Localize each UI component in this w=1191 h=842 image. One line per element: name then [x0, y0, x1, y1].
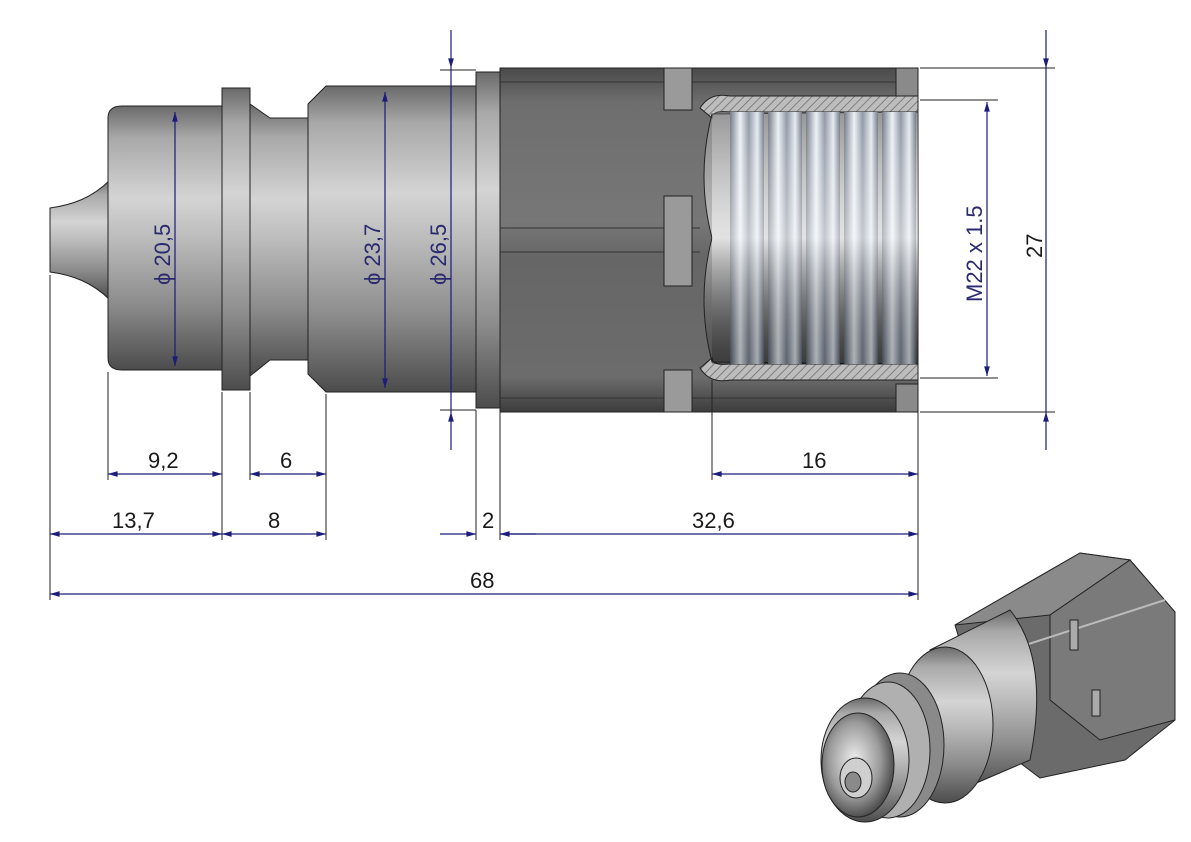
coupling-side-view — [49, 67, 919, 413]
across-flats-label: 27 — [1022, 234, 1047, 258]
len-thread-label: 16 — [802, 448, 826, 473]
thread-label: M22 x 1.5 — [962, 205, 987, 302]
len-total-label: 68 — [470, 568, 494, 593]
len-groove-label: 6 — [280, 448, 292, 473]
len-tip-label: 13,7 — [112, 508, 155, 533]
len-tip-groove-label: 9,2 — [148, 448, 179, 473]
dia-flange-label: ϕ 26,5 — [426, 224, 451, 285]
dia-tip-label: ϕ 20,5 — [150, 224, 175, 285]
length-dimensions — [49, 275, 919, 600]
len-hex-label: 32,6 — [692, 508, 735, 533]
len-flange-label: 2 — [482, 508, 494, 533]
dia-body-label: ϕ 23,7 — [360, 224, 385, 285]
thread-ridges — [712, 112, 918, 364]
diameter-dimensions — [172, 30, 1055, 450]
len-groove-ring-label: 8 — [268, 508, 280, 533]
coupling-isometric-view — [820, 552, 1176, 823]
